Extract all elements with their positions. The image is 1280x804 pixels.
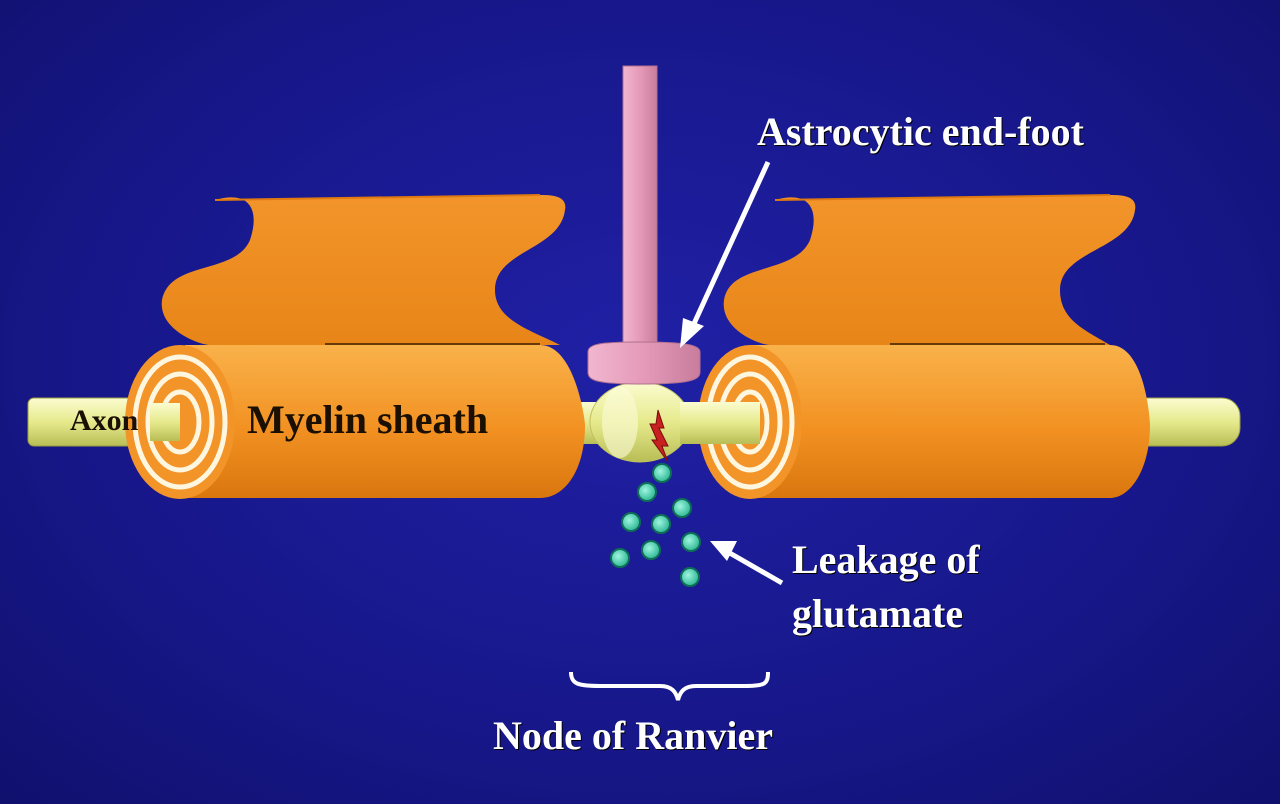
leak-spike [649,409,669,463]
astrocyte-process [622,65,658,357]
label-axon: Axon [70,404,139,437]
glutamate-molecules [610,463,701,587]
arrow-glutamate [710,541,784,586]
myelin-sheath-left [125,194,585,499]
label-node-of-ranvier: Node of Ranvier [493,713,773,758]
node-brace [569,671,770,701]
label-leakage-line1: Leakage of [792,537,980,582]
myelin-sheath-right [698,194,1150,499]
astrocytic-end-foot [587,341,701,385]
label-astrocytic-end-foot: Astrocytic end-foot [757,109,1084,154]
label-leakage-line2: glutamate [792,591,964,636]
label-myelin-sheath: Myelin sheath [247,397,489,442]
arrow-end-foot [680,160,771,348]
